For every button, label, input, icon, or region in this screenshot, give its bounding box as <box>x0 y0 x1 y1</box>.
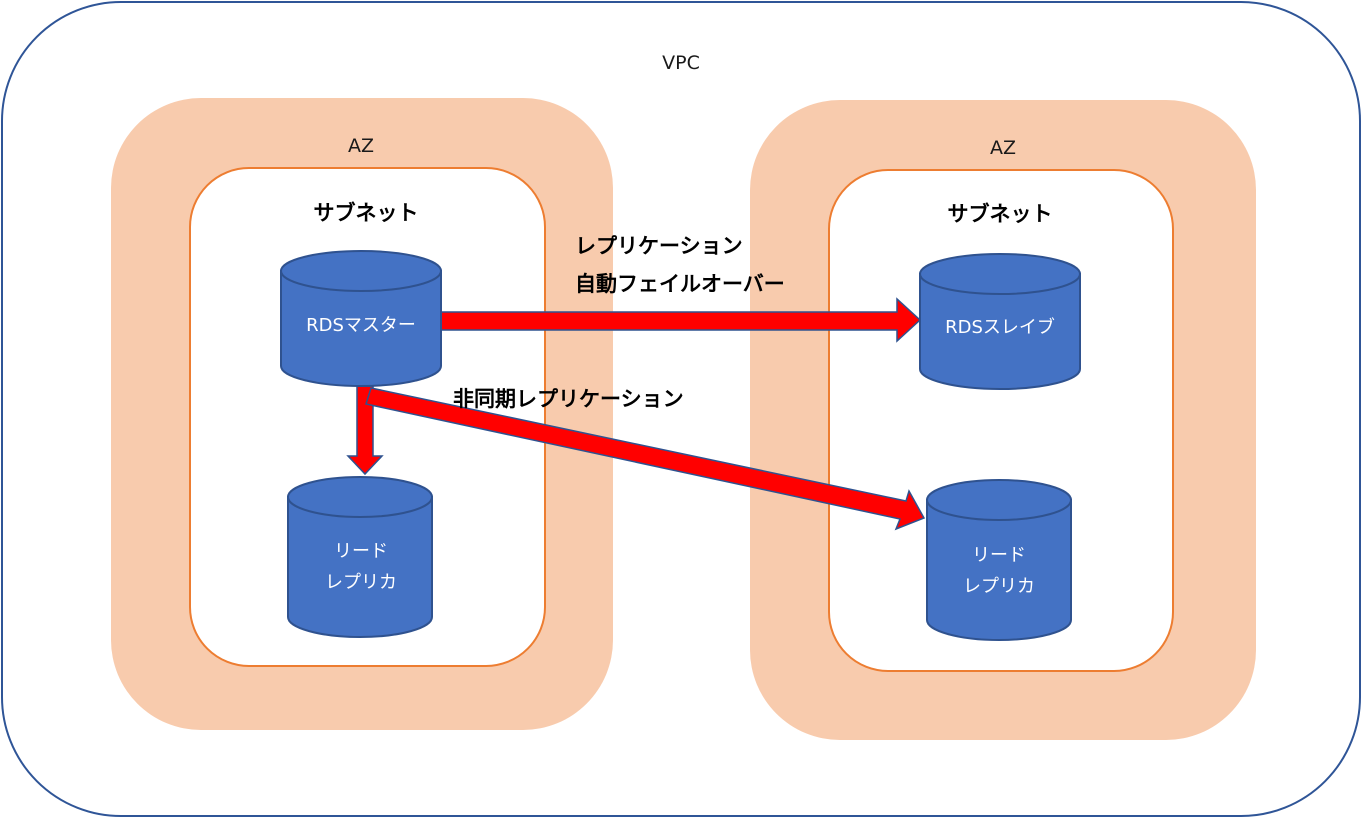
subnet-right-label: サブネット <box>947 202 1053 226</box>
db-master: RDSマスター <box>280 250 442 387</box>
db-master-label: RDSマスター <box>306 315 416 336</box>
arrow-replication <box>440 297 922 343</box>
arrow-async-replication <box>365 387 926 531</box>
async-replication-label: 非同期レプリケーション <box>453 387 684 411</box>
failover-label: 自動フェイルオーバー <box>575 272 785 296</box>
db-replica-right-line2: レプリカ <box>963 576 1035 597</box>
az-right-label: AZ <box>989 137 1016 159</box>
vpc-label: VPC <box>662 52 700 74</box>
replication-label: レプリケーション <box>575 234 743 258</box>
az-left-label: AZ <box>347 135 374 157</box>
db-replica-left-line2: レプリカ <box>325 572 397 593</box>
db-read-replica-left: リード レプリカ <box>287 476 433 638</box>
db-read-replica-right: リード レプリカ <box>926 479 1072 641</box>
subnet-left-label: サブネット <box>313 201 419 225</box>
db-replica-left-line1: リード <box>334 541 388 562</box>
db-slave-label: RDSスレイブ <box>945 316 1055 338</box>
db-slave: RDSスレイブ <box>919 253 1081 390</box>
db-replica-right-line1: リード <box>972 545 1026 566</box>
